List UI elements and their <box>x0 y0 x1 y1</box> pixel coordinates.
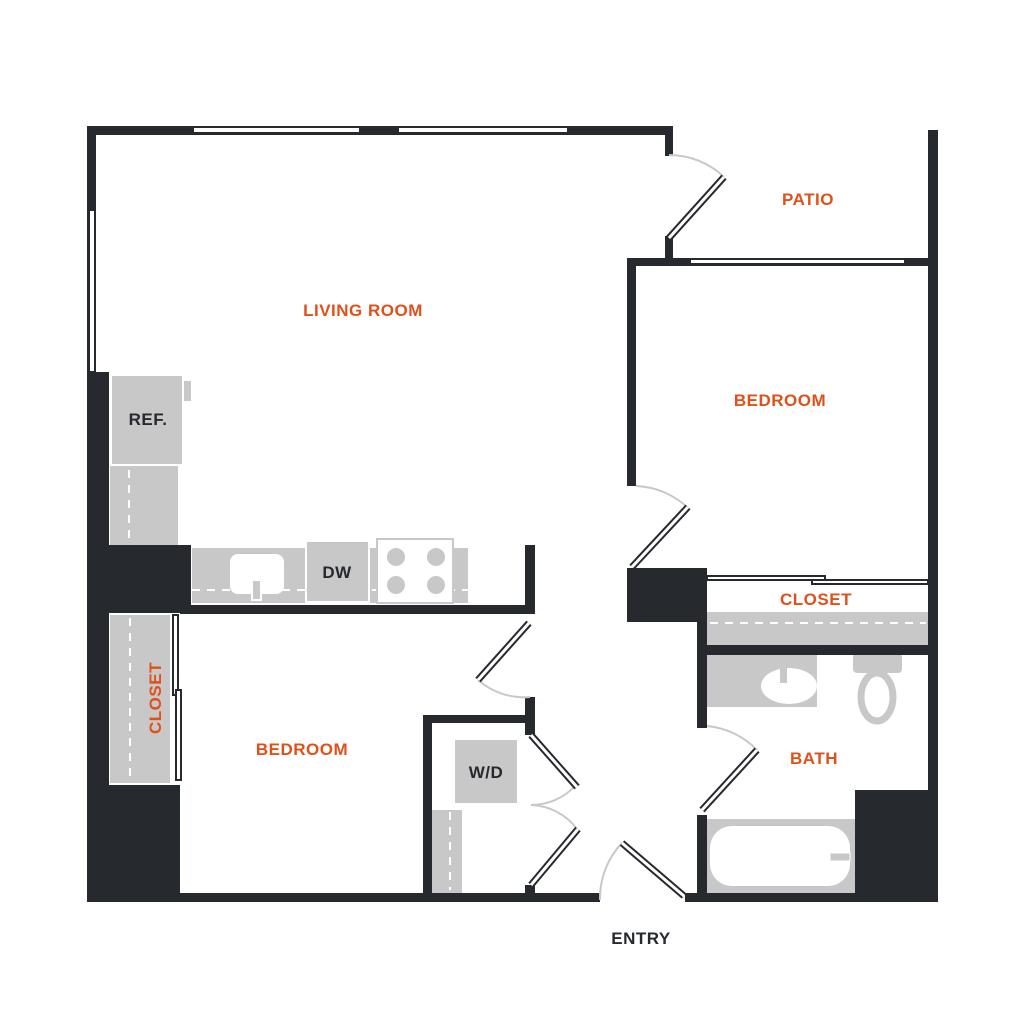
room-label-bedroom: BEDROOM <box>733 391 827 410</box>
faucet <box>251 579 262 601</box>
entry-label: ENTRY <box>611 929 671 948</box>
window <box>88 209 96 373</box>
closet-shelf-right <box>707 612 928 645</box>
laundry-fixtures <box>432 740 517 893</box>
sink <box>230 554 284 594</box>
bath-fixtures <box>707 653 902 894</box>
refrigerator <box>112 376 182 464</box>
washer-dryer <box>455 740 517 803</box>
window <box>397 126 569 134</box>
closet-shelf-left <box>110 615 170 783</box>
refrigerator-handle <box>184 381 191 401</box>
dishwasher <box>305 540 370 603</box>
kitchen-counter-side <box>110 466 178 546</box>
window <box>192 126 361 134</box>
doors <box>475 154 760 901</box>
room-label-bedroom: BEDROOM <box>255 740 349 759</box>
stove <box>376 538 454 604</box>
bath-sink <box>761 668 817 704</box>
room-label-bath: BATH <box>790 749 838 768</box>
room-label-closet: CLOSET <box>780 590 852 609</box>
room-label-living-room: LIVING ROOM <box>303 301 423 320</box>
closet-fixtures <box>110 575 929 783</box>
window <box>689 258 906 265</box>
kitchen-fixtures <box>110 376 468 604</box>
refrigerator-label: REF. <box>128 410 168 429</box>
room-label-patio: PATIO <box>782 190 834 209</box>
toilet-bowl <box>857 669 897 725</box>
toilet-tank <box>853 653 902 673</box>
dishwasher-label: DW <box>322 563 352 582</box>
windows <box>88 126 906 373</box>
washer-dryer-label: W/D <box>468 763 504 782</box>
room-label-closet: CLOSET <box>146 662 165 734</box>
